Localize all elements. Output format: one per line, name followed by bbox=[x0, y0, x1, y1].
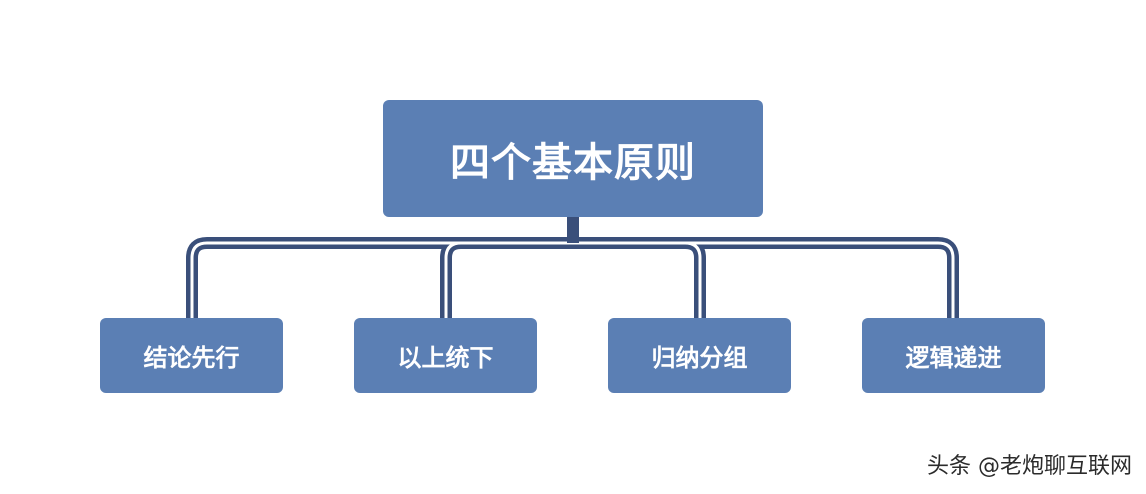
child-node-label: 以上统下 bbox=[397, 344, 494, 372]
child-node-top-down: 以上统下 bbox=[354, 318, 537, 393]
root-node-label: 四个基本原则 bbox=[450, 139, 696, 186]
connector-branch-2-inner bbox=[684, 241, 702, 320]
root-node: 四个基本原则 bbox=[383, 100, 763, 217]
child-node-logical-progression: 逻辑递进 bbox=[862, 318, 1045, 393]
child-node-label: 结论先行 bbox=[143, 344, 240, 372]
connector-bus-inner bbox=[190, 241, 955, 320]
child-node-label: 逻辑递进 bbox=[905, 344, 1002, 372]
connector-bus-outer bbox=[186, 237, 959, 320]
connector-branch-1 bbox=[440, 237, 462, 320]
child-node-conclusion-first: 结论先行 bbox=[100, 318, 283, 393]
connector-branch-1-inner bbox=[444, 241, 462, 320]
child-node-label: 归纳分组 bbox=[651, 344, 748, 372]
watermark-text: 头条 @老炮聊互联网 bbox=[927, 454, 1132, 479]
child-node-grouping: 归纳分组 bbox=[608, 318, 791, 393]
connector-branch-2 bbox=[684, 237, 706, 320]
